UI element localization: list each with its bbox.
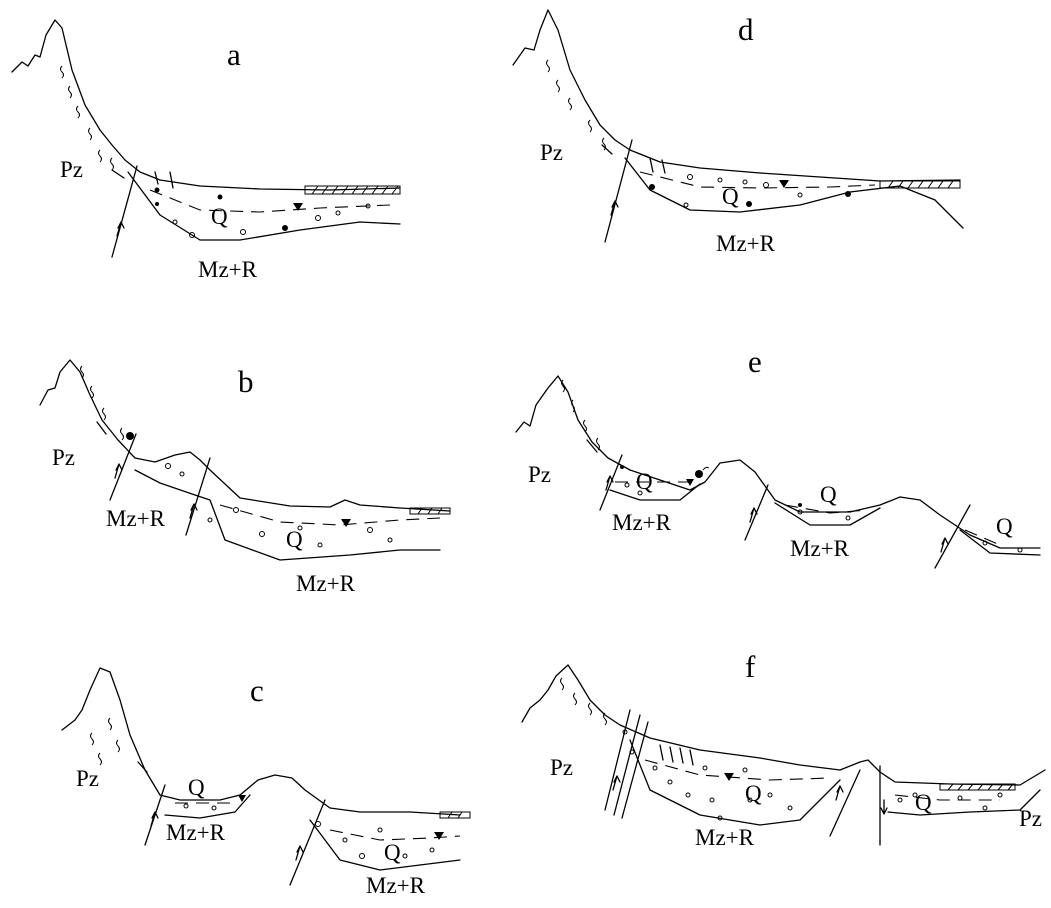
label-mzr: Mz+R bbox=[198, 257, 258, 282]
panel-letter-e: e bbox=[748, 344, 762, 379]
label-mzr-1: Mz+R bbox=[166, 820, 226, 845]
label-q-1: Q bbox=[636, 469, 653, 494]
panel-letter-f: f bbox=[745, 649, 756, 684]
aquifer-base-2 bbox=[888, 790, 1040, 815]
label-q-2: Q bbox=[820, 482, 837, 507]
fault-line bbox=[112, 166, 137, 257]
label-mzr: Mz+R bbox=[695, 825, 755, 850]
water-table-marker bbox=[341, 519, 351, 527]
label-mzr-2: Mz+R bbox=[790, 536, 850, 561]
panel-letter-c: c bbox=[250, 673, 264, 708]
groundwater-dash-2 bbox=[895, 795, 1000, 800]
panel-d: d Pz Q Mz+R bbox=[513, 10, 963, 256]
label-q: Q bbox=[722, 184, 739, 209]
label-q-2: Q bbox=[915, 790, 932, 815]
aquifer-base bbox=[625, 158, 963, 228]
label-pz: Pz bbox=[540, 140, 563, 165]
panel-e: e Pz Q Q Q Mz+R Mz+R bbox=[516, 344, 1040, 568]
spring-dot bbox=[695, 470, 703, 478]
label-mzr-1: Mz+R bbox=[612, 510, 672, 535]
fault-line-2 bbox=[186, 458, 210, 535]
label-mzr-2: Mz+R bbox=[296, 571, 356, 596]
label-pz: Pz bbox=[52, 445, 75, 470]
panel-a: a Pz Q Mz+R bbox=[12, 20, 400, 282]
water-table-marker-2 bbox=[434, 832, 444, 840]
mountain-profile bbox=[522, 665, 1045, 785]
groundwater-dash bbox=[645, 760, 830, 780]
fault-line-1 bbox=[145, 785, 165, 845]
groundwater-dash bbox=[150, 190, 390, 212]
weathering-marks bbox=[61, 66, 114, 170]
label-mzr-1: Mz+R bbox=[106, 506, 166, 531]
fault-line bbox=[605, 140, 632, 242]
fault-zone bbox=[605, 710, 648, 818]
label-mzr: Mz+R bbox=[716, 231, 776, 256]
fault-line-2 bbox=[290, 800, 325, 885]
label-q-1: Q bbox=[745, 781, 762, 806]
fault-line-1 bbox=[110, 434, 136, 500]
label-q-2: Q bbox=[384, 840, 401, 865]
panel-letter-a: a bbox=[227, 37, 241, 72]
label-pz: Pz bbox=[60, 157, 83, 182]
label-pz: Pz bbox=[528, 462, 551, 487]
water-table-marker bbox=[779, 180, 789, 188]
label-pz-1: Pz bbox=[550, 755, 573, 780]
label-q-3: Q bbox=[996, 514, 1013, 539]
spring-dot bbox=[126, 432, 134, 440]
label-q: Q bbox=[286, 527, 303, 552]
panel-f: f Pz Pz Q Q Mz+R bbox=[522, 649, 1045, 850]
mountain-profile bbox=[516, 376, 1040, 548]
panel-letter-b: b bbox=[238, 364, 254, 399]
label-mzr-2: Mz+R bbox=[366, 873, 426, 898]
fault-line-2 bbox=[830, 770, 860, 836]
label-pz: Pz bbox=[76, 766, 99, 791]
panel-letter-d: d bbox=[738, 12, 754, 47]
panel-c: c Pz Q Q Mz+R Mz+R bbox=[62, 668, 470, 898]
label-q: Q bbox=[211, 204, 228, 229]
label-pz-2: Pz bbox=[1019, 806, 1042, 831]
panel-b: b Pz Q Mz+R Mz+R bbox=[40, 360, 450, 596]
label-q-1: Q bbox=[188, 775, 205, 800]
aquifer-base bbox=[610, 484, 700, 500]
groundwater-dash bbox=[640, 172, 875, 188]
mountain-profile bbox=[513, 10, 960, 181]
aquifer-base bbox=[165, 795, 250, 818]
